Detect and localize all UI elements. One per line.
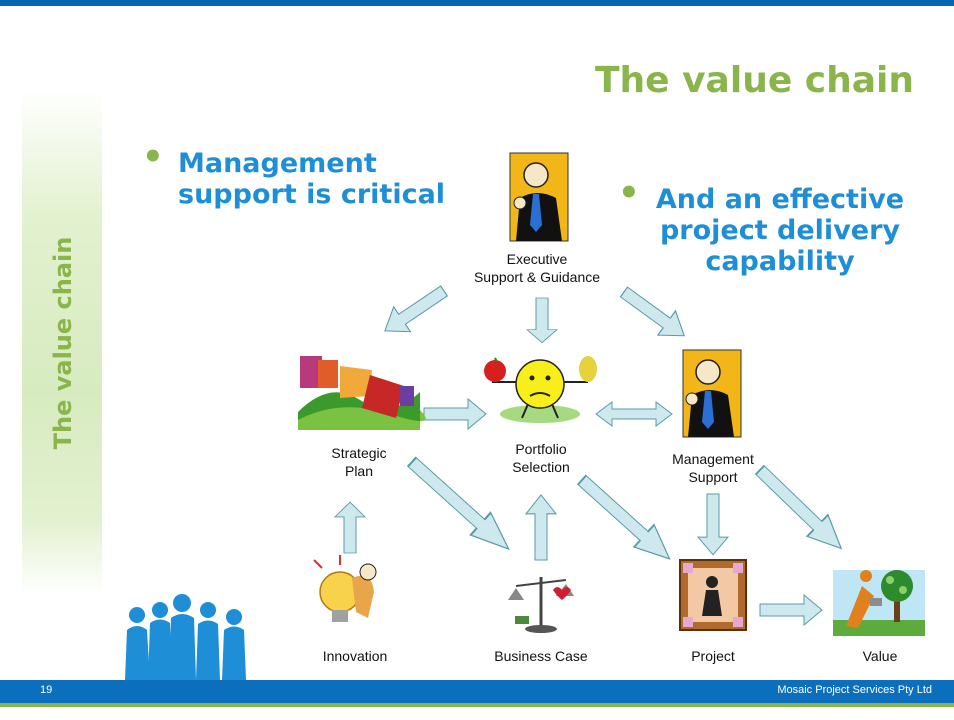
arrow-business-case-to-portfolio (525, 494, 557, 561)
arrow-project-to-value (759, 594, 823, 626)
arrow-executive-to-strategic (375, 278, 453, 344)
lightbulb-clipart (313, 555, 377, 622)
people-silhouette (125, 594, 246, 680)
smiley-balance-clipart (484, 356, 597, 423)
label-strategic: Strategic Plan (331, 445, 387, 479)
manager-clipart (682, 349, 742, 438)
arrow-strategic-to-business-case (401, 450, 520, 562)
project-frame-clipart (679, 559, 747, 631)
bullet-text: Management support is critical (178, 148, 446, 210)
scales-clipart (508, 577, 574, 633)
arrow-portfolio-to-project (571, 468, 681, 571)
label-management: Management Support (672, 451, 754, 485)
bullet-dot: • (618, 173, 640, 213)
arrow-innovation-to-strategic (334, 501, 366, 554)
footer-company: Mosaic Project Services Pty Ltd (777, 684, 932, 696)
label-project: Project (691, 648, 735, 664)
executive-clipart (509, 152, 569, 242)
slide-title: The value chain (594, 60, 914, 101)
strategy-clipart (298, 350, 426, 430)
bullet-text: And an effective project delivery capabi… (655, 184, 905, 277)
arrow-executive-to-portfolio (526, 297, 558, 344)
footer-accent-line (0, 703, 954, 707)
footer-bar (0, 680, 954, 703)
bullet-management-support: • Management support is critical (142, 140, 478, 210)
arrow-portfolio-management-double (595, 401, 673, 427)
arrow-management-to-value (748, 458, 853, 560)
arrow-strategic-to-portfolio (423, 398, 487, 430)
arrow-executive-to-management (614, 279, 694, 349)
bullet-dot: • (142, 137, 164, 177)
sidebar-band (22, 90, 102, 595)
bullet-delivery-capability: • And an effective project delivery capa… (618, 176, 930, 277)
label-business-case: Business Case (494, 648, 588, 664)
label-executive: Executive Support & Guidance (473, 251, 601, 285)
label-value: Value (862, 648, 898, 664)
arrow-management-to-project (697, 493, 729, 556)
top-bar (0, 0, 954, 6)
label-innovation: Innovation (322, 648, 388, 664)
tree-watering-clipart (833, 570, 925, 636)
label-portfolio: Portfolio Selection (512, 441, 570, 475)
page-number: 19 (40, 684, 53, 696)
